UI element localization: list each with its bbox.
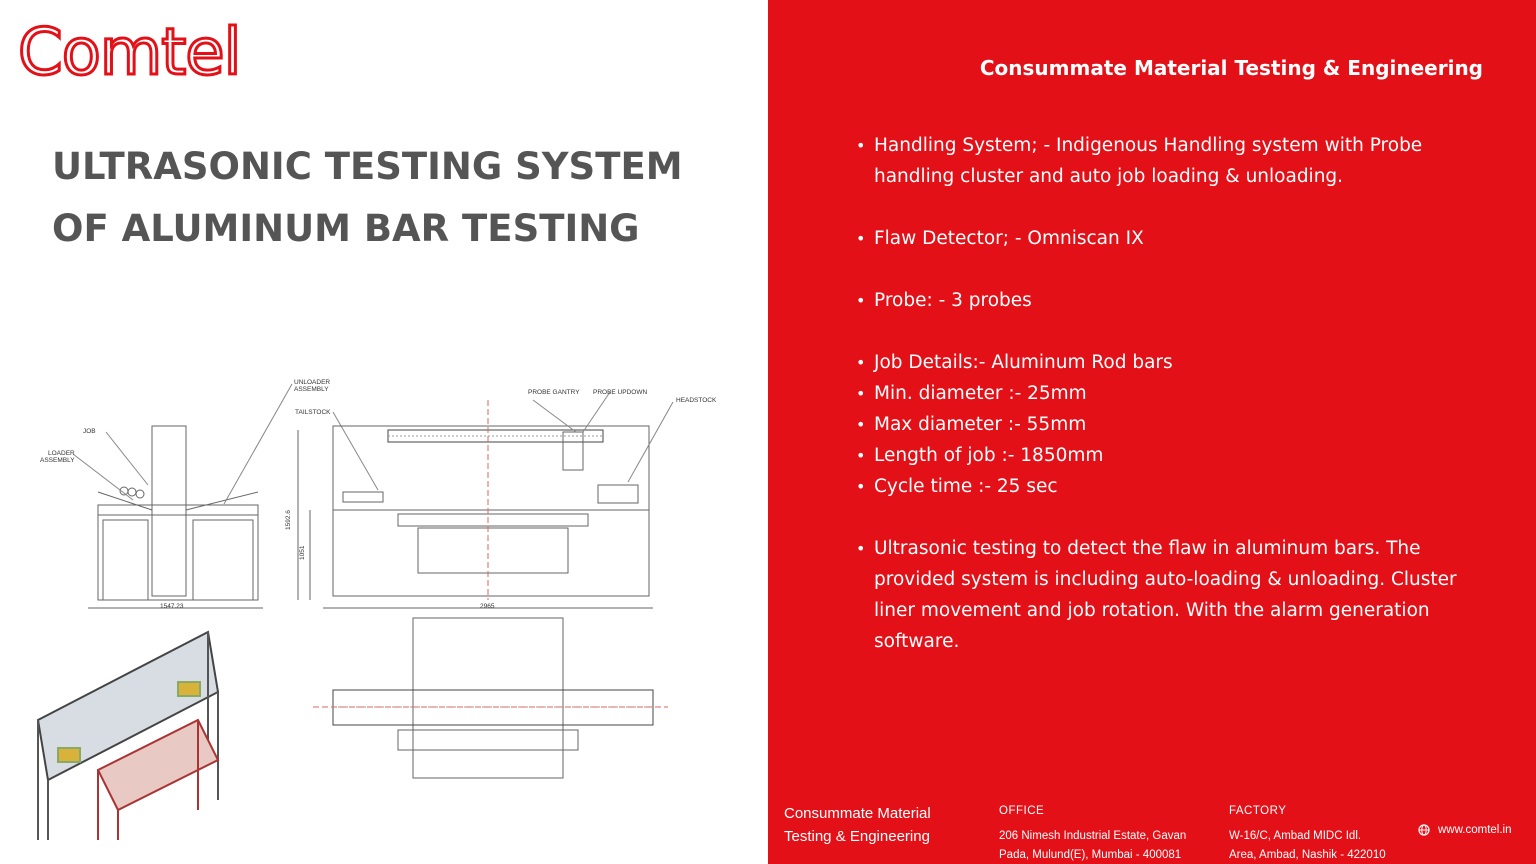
label-headstock: HEADSTOCK: [676, 397, 717, 404]
footer-brand-line-2: Testing & Engineering: [784, 828, 930, 845]
spec-bullet-item: Min. diameter :- 25mm: [856, 378, 1466, 409]
spec-bullet-item: Probe: - 3 probes: [856, 285, 1466, 316]
label-job: JOB: [83, 428, 96, 435]
spec-bullet-item: Job Details:- Aluminum Rod bars: [856, 347, 1466, 378]
title-line-2: OF ALUMINUM BAR TESTING: [52, 207, 640, 250]
spec-bullet-list: Handling System; - Indigenous Handling s…: [856, 130, 1466, 657]
dim-total-height: 1592.6: [285, 510, 292, 530]
dim-side-width: 1547.23: [160, 603, 184, 610]
tagline: Consummate Material Testing & Engineerin…: [979, 56, 1483, 80]
label-unloader-assembly: ASSEMBLY: [294, 386, 329, 393]
factory-heading: FACTORY: [1229, 805, 1287, 817]
factory-address-line-1: W-16/C, Ambad MIDC Idl.: [1229, 830, 1362, 842]
side-view-frame: [97, 504, 259, 601]
technical-drawing: UNLOADER ASSEMBLY TAILSTOCK JOB LOADER A…: [36, 379, 717, 840]
label-loader: LOADER: [48, 450, 75, 457]
spec-bullet-item: Max diameter :- 55mm: [856, 409, 1466, 440]
spec-bullet-item: Ultrasonic testing to detect the flaw in…: [856, 533, 1466, 657]
right-panel: Consummate Material Testing & Engineerin…: [768, 0, 1536, 864]
spec-bullet-item: Cycle time :- 25 sec: [856, 471, 1466, 502]
label-unloader: UNLOADER: [294, 379, 330, 386]
dim-front-width: 2965: [480, 603, 495, 610]
office-address-line-2: Pada, Mulund(E), Mumbai - 400081: [999, 849, 1182, 861]
footer-brand-line-1: Consummate Material: [784, 805, 931, 822]
footer-website[interactable]: www.comtel.in: [1418, 824, 1512, 836]
label-loader-assembly: ASSEMBLY: [40, 457, 75, 464]
left-panel: Comtel ULTRASONIC TESTING SYSTEM OF ALUM…: [16, 16, 752, 840]
company-logo: Comtel: [16, 16, 242, 90]
spec-bullet-item: Handling System; - Indigenous Handling s…: [856, 130, 1466, 192]
footer-office: OFFICE 206 Nimesh Industrial Estate, Gav…: [999, 802, 1214, 864]
label-probe-gantry: PROBE GANTRY: [528, 389, 580, 396]
title-line-1: ULTRASONIC TESTING SYSTEM: [52, 145, 683, 188]
spec-bullet-item: Flaw Detector; - Omniscan IX: [856, 223, 1466, 254]
globe-icon: [1418, 824, 1430, 836]
office-address-line-1: 206 Nimesh Industrial Estate, Gavan: [999, 830, 1187, 842]
isometric-3d-view: [36, 630, 220, 840]
website-link[interactable]: www.comtel.in: [1438, 824, 1512, 836]
label-tailstock: TAILSTOCK: [295, 409, 331, 416]
footer-brand: Consummate Material Testing & Engineerin…: [784, 802, 974, 848]
top-view: [412, 617, 564, 779]
dim-table-height: 1051: [299, 545, 306, 560]
page-title: ULTRASONIC TESTING SYSTEM OF ALUMINUM BA…: [52, 136, 752, 260]
spec-bullet-item: Length of job :- 1850mm: [856, 440, 1466, 471]
footer-factory: FACTORY W-16/C, Ambad MIDC Idl. Area, Am…: [1229, 802, 1409, 864]
label-probe-updown: PROBE UPDOWN: [593, 389, 647, 396]
office-heading: OFFICE: [999, 805, 1045, 817]
factory-address-line-2: Area, Ambad, Nashik - 422010: [1229, 849, 1386, 861]
front-view-frame: [332, 425, 650, 597]
